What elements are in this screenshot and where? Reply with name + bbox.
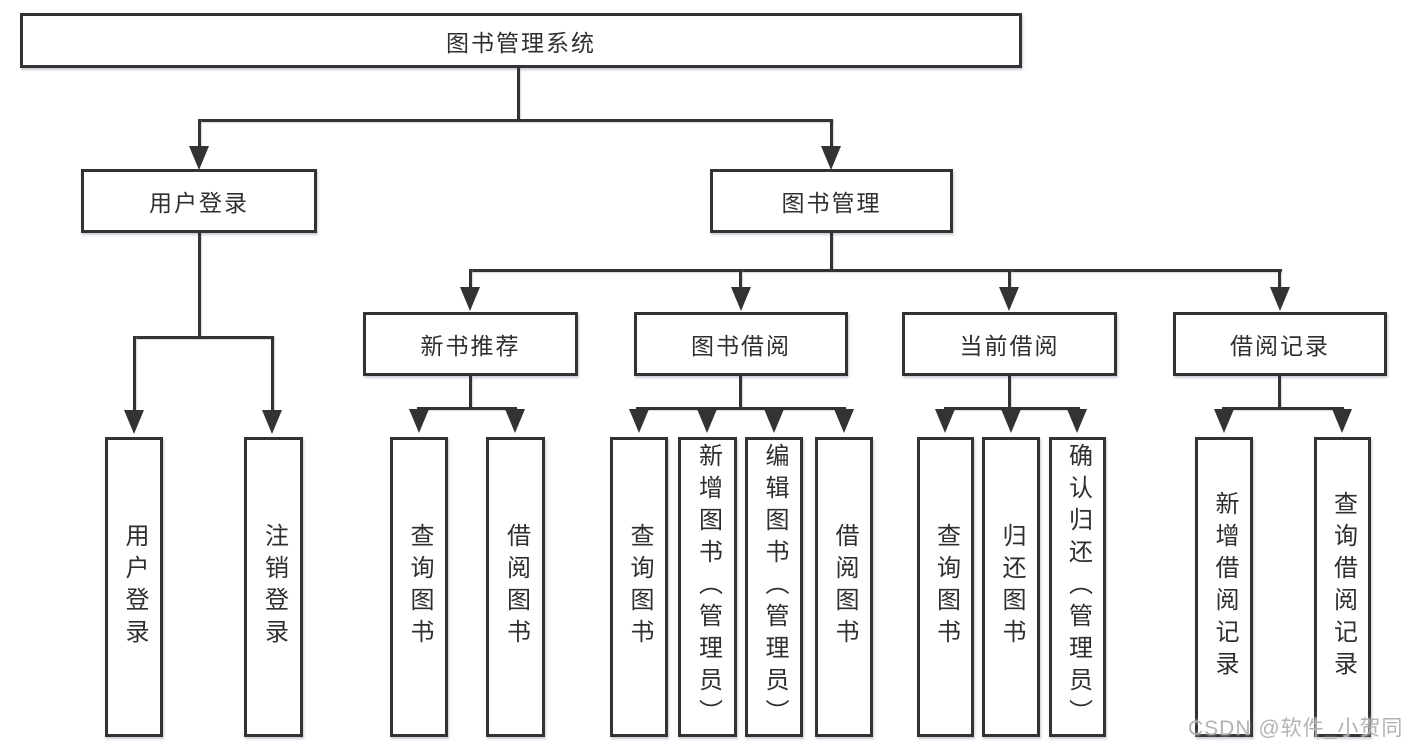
connector-line — [1278, 269, 1281, 289]
leaf-borrowing-borrow-book: 借阅图书 — [815, 437, 873, 737]
node-book-management: 图书管理 — [710, 169, 953, 233]
leaf-borrowing-add-book-admin: 新增图书（管理员） — [678, 437, 737, 737]
arrow-down-icon — [821, 146, 841, 170]
leaf-records-add-borrow-record: 新增借阅记录 — [1195, 437, 1253, 737]
arrow-down-icon — [1214, 409, 1234, 433]
arrow-down-icon — [460, 287, 480, 311]
connector-line — [830, 233, 833, 271]
leaf-current-return-book: 归还图书 — [982, 437, 1040, 737]
connector-line — [133, 336, 274, 339]
connector-line — [739, 269, 742, 289]
arrow-down-icon — [1067, 409, 1087, 433]
connector-line — [830, 119, 833, 147]
connector-line — [198, 119, 201, 147]
arrow-down-icon — [999, 287, 1019, 311]
connector-line — [469, 269, 1282, 272]
arrow-down-icon — [505, 409, 525, 433]
connector-line — [417, 407, 517, 410]
leaf-recommend-borrow-book: 借阅图书 — [486, 437, 545, 737]
connector-line — [636, 407, 846, 410]
arrow-down-icon — [697, 409, 717, 433]
connector-line — [469, 376, 472, 409]
connector-line — [1008, 269, 1011, 289]
leaf-recommend-query-book: 查询图书 — [390, 437, 448, 737]
connector-line — [198, 119, 833, 122]
arrow-down-icon — [189, 146, 209, 170]
node-current-borrowing: 当前借阅 — [902, 312, 1117, 376]
watermark: CSDN @软件_小贺同学 — [1188, 717, 1405, 740]
arrow-down-icon — [834, 409, 854, 433]
connector-line — [271, 336, 274, 411]
leaf-borrowing-query-book: 查询图书 — [610, 437, 668, 737]
connector-line — [739, 376, 742, 409]
leaf-logout: 注销登录 — [244, 437, 303, 737]
arrow-down-icon — [124, 410, 144, 434]
connector-line — [517, 67, 520, 121]
node-new-book-recommendation: 新书推荐 — [363, 312, 578, 376]
arrow-down-icon — [764, 409, 784, 433]
connector-line — [1008, 376, 1011, 409]
arrow-down-icon — [629, 409, 649, 433]
connector-line — [944, 407, 1080, 410]
leaf-records-query-borrow-record: 查询借阅记录 — [1314, 437, 1371, 737]
node-user-login: 用户登录 — [81, 169, 317, 233]
connector-line — [198, 233, 201, 338]
connector-line — [133, 336, 136, 411]
arrow-down-icon — [409, 409, 429, 433]
arrow-down-icon — [935, 409, 955, 433]
connector-line — [1278, 376, 1281, 409]
leaf-current-query-book: 查询图书 — [917, 437, 974, 737]
node-book-borrowing: 图书借阅 — [634, 312, 848, 376]
connector-line — [469, 269, 472, 289]
arrow-down-icon — [1001, 409, 1021, 433]
arrow-down-icon — [1270, 287, 1290, 311]
leaf-user-login: 用户登录 — [105, 437, 163, 737]
arrow-down-icon — [262, 410, 282, 434]
connector-line — [1222, 407, 1344, 410]
node-borrowing-records: 借阅记录 — [1173, 312, 1387, 376]
node-library-management-system: 图书管理系统 — [20, 13, 1022, 68]
arrow-down-icon — [1332, 409, 1352, 433]
leaf-current-confirm-return-admin: 确认归还（管理员） — [1049, 437, 1106, 737]
leaf-borrowing-edit-book-admin: 编辑图书（管理员） — [745, 437, 803, 737]
arrow-down-icon — [731, 287, 751, 311]
